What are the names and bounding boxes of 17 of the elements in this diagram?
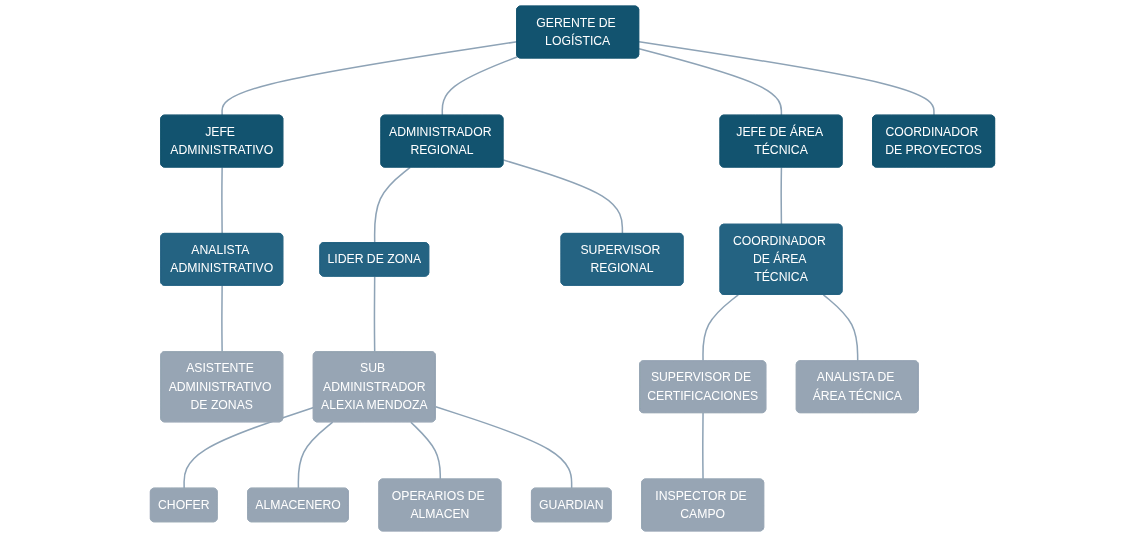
connector [502,159,624,235]
connector [780,166,783,226]
connector [434,406,573,490]
connector [373,275,376,353]
connector [410,421,442,481]
connector [702,294,739,362]
connector [373,166,411,244]
connector [183,406,315,490]
connector [221,284,223,353]
connector [822,294,859,362]
connector [638,41,935,117]
connector [441,55,519,117]
connector [638,48,783,117]
connector [297,421,334,490]
connector [221,166,223,235]
connector [221,41,518,117]
connector [702,412,704,481]
